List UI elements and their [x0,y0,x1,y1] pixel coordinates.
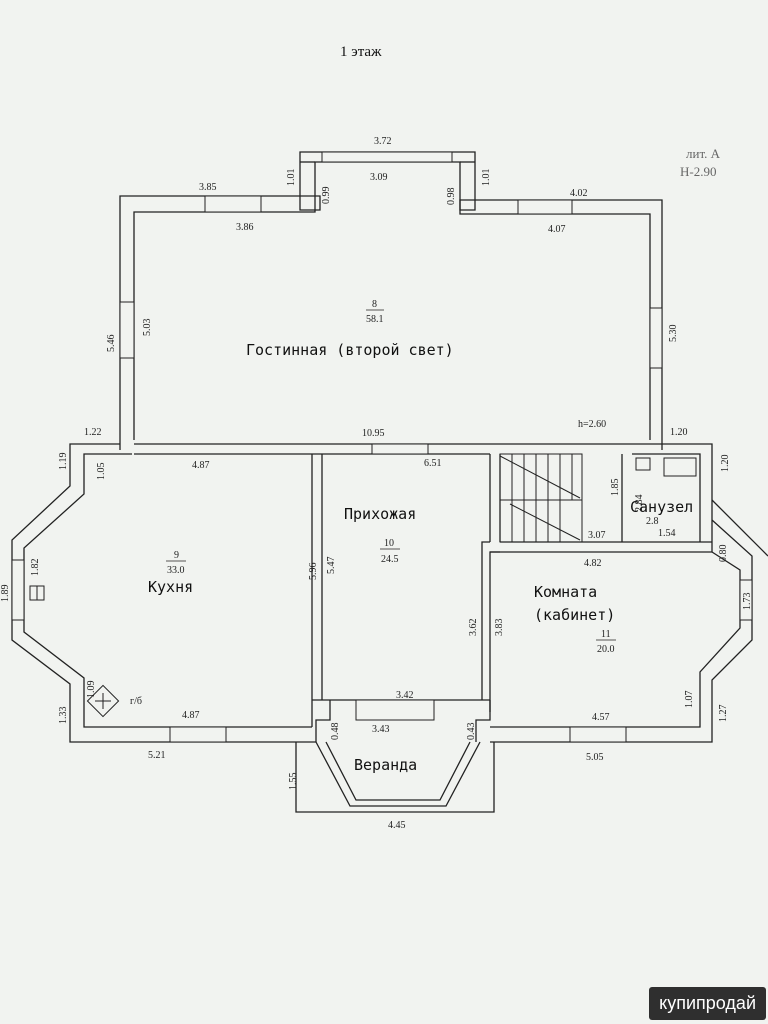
dim-label: 4.87 [182,710,200,721]
dim-label: 1.73 [742,593,753,611]
dim-label: 3.72 [374,136,392,147]
living-room-number: 8 [372,299,377,310]
dim-label: 1.33 [58,707,69,725]
dim-label: 3.42 [396,690,414,701]
kitchen-area: 33.0 [167,565,185,576]
bathroom-area: 2.8 [646,516,659,527]
dim-label: 1.89 [0,585,11,603]
study-name: Комната [534,583,597,601]
veranda-name: Веранда [354,756,417,774]
dim-label: 2.84 [634,495,645,513]
dim-label: 1.22 [84,427,102,438]
dim-label: 1.01 [286,169,297,187]
dim-label: 1.54 [658,528,676,539]
dim-label: 3.43 [372,724,390,735]
dim-label: 0.98 [446,188,457,206]
windows [11,151,753,743]
height-label: Н-2.90 [680,164,716,179]
study-name-2: (кабинет) [534,606,615,624]
dim-label: 1.85 [610,479,621,497]
dim-label: 3.83 [494,619,505,637]
living-room-height: h=2.60 [578,419,606,430]
dim-label: 4.07 [548,224,566,235]
study-number: 11 [601,629,611,640]
bathroom-name: Санузел [630,498,693,516]
dim-label: 1.27 [718,705,729,723]
dim-label: 3.09 [370,172,388,183]
dim-label: 0.80 [718,545,729,563]
dim-label: 1.20 [720,455,731,473]
dim-label: 0.99 [321,187,332,205]
hall-area: 24.5 [381,554,399,565]
dim-label: 1.05 [96,463,107,481]
dim-label: 3.85 [199,182,217,193]
walls [11,151,768,813]
watermark-logo: купипродай [649,987,766,1020]
dim-label: 1.01 [481,169,492,187]
dim-label: 5.96 [308,563,319,581]
dim-label: 1.19 [58,453,69,471]
dimensions: 3.72 3.09 1.01 1.01 0.99 0.98 3.85 3.86 … [0,136,753,831]
dim-label: 5.46 [106,335,117,353]
staircase [499,453,583,543]
bathroom-fixtures [635,457,697,477]
dim-label: 1.82 [30,559,41,577]
dim-label: 5.05 [586,752,604,763]
dim-label: 0.48 [330,723,341,741]
dim-label: 5.03 [142,319,153,337]
dim-label: 10.95 [362,428,385,439]
dim-label: 1.07 [684,691,695,709]
dim-label: 3.07 [588,530,606,541]
dim-label: 5.47 [326,557,337,575]
dim-label: 4.82 [584,558,602,569]
kitchen-name: Кухня [148,578,193,596]
kitchen-number: 9 [174,550,179,561]
dim-label: 1.20 [670,427,688,438]
gas-boiler-label: г/б [130,696,142,707]
hall-number: 10 [384,538,394,549]
dim-label: 4.02 [570,188,588,199]
dim-label: 0.43 [466,723,477,741]
dim-label: 4.45 [388,820,406,831]
dim-label: 4.87 [192,460,210,471]
dim-label: 1.55 [288,773,299,791]
floor-title: 1 этаж [340,44,382,60]
dim-label: 6.51 [424,458,442,469]
meter-icon [29,585,45,601]
living-room-area: 58.1 [366,314,384,325]
dim-label: 4.57 [592,712,610,723]
gas-boiler-icon [86,684,120,718]
study-area: 20.0 [597,644,615,655]
dim-label: 5.21 [148,750,166,761]
dim-label: 3.62 [468,619,479,637]
hall-name: Прихожая [344,505,416,523]
living-room-name: Гостинная (второй свет) [246,341,454,359]
dim-label: 1.09 [86,681,97,699]
dim-label: 3.86 [236,222,254,233]
dim-label: 5.30 [668,325,679,343]
lit-label: лит. А [686,146,721,161]
